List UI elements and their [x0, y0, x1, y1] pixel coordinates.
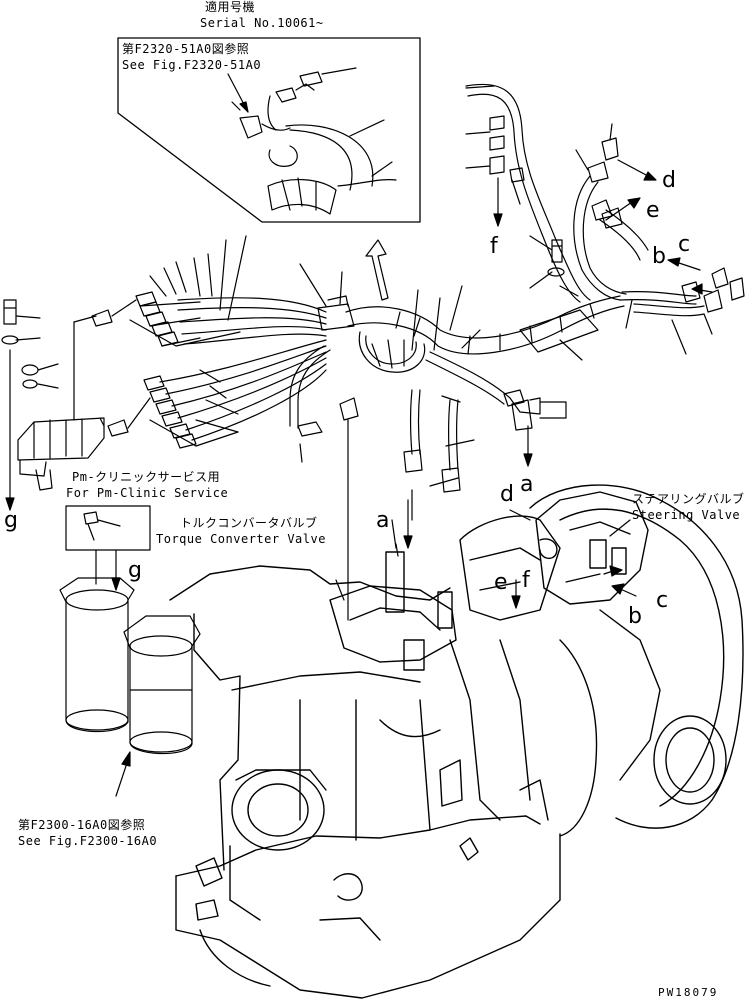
- ref-letter-b-top: b: [652, 244, 666, 269]
- leader-lines: [299, 263, 481, 621]
- ref-letter-e-top: e: [646, 198, 660, 223]
- ref-letter-c-top: c: [678, 232, 691, 257]
- lower-fitting-cluster: [99, 339, 327, 449]
- applicable-serial-jp: 適用号機: [205, 0, 256, 14]
- steering-valve-label-en: Steering Valve: [632, 508, 741, 522]
- ref-letter-f-housing: f: [522, 568, 530, 593]
- right-hoses: [465, 83, 745, 467]
- direction-arrow: [365, 239, 389, 301]
- ref-letter-f-top: f: [490, 234, 498, 259]
- hose-bundle: [289, 295, 625, 493]
- serial-number-label: Serial No.10061~: [200, 16, 324, 30]
- ref-letter-c-housing: c: [656, 588, 669, 613]
- ref-letter-e-housing: e: [494, 570, 508, 595]
- upper-fitting-cluster: [91, 235, 327, 347]
- pm-clinic-label-en: For Pm-Clinic Service: [66, 486, 229, 500]
- ref-letter-d-housing: d: [500, 482, 514, 507]
- torque-converter-label-jp: トルクコンバータバルブ: [180, 516, 318, 530]
- ref-letter-a-housing-right: a: [520, 472, 534, 497]
- torque-converter-label-en: Torque Converter Valve: [156, 532, 326, 546]
- left-manifold: [1, 299, 105, 511]
- housing-arrows: [335, 499, 637, 609]
- drawing-code: PW18079: [658, 986, 719, 999]
- pm-clinic-box: [65, 505, 151, 591]
- ref-letter-a-housing: a: [376, 508, 390, 533]
- inset-detail: [117, 37, 421, 223]
- transmission-housing: [169, 484, 744, 999]
- ref-letter-b-housing: b: [628, 604, 642, 629]
- ref-letter-g-left: g: [4, 508, 18, 533]
- oil-filters: [59, 577, 201, 797]
- ref-letter-d-top: d: [662, 168, 676, 193]
- inset-reference-jp: 第F2320-51A0図参照: [122, 42, 250, 56]
- steering-valve-label-jp: ステアリングバルブ: [632, 492, 745, 506]
- pm-clinic-label-jp: Pm-クリニックサービス用: [72, 470, 221, 484]
- ref-letter-g-filter: g: [128, 558, 142, 583]
- filter-reference-jp: 第F2300-16A0図参照: [18, 818, 146, 832]
- filter-reference-en: See Fig.F2300-16A0: [18, 834, 158, 848]
- inset-reference-en: See Fig.F2320-51A0: [122, 58, 262, 72]
